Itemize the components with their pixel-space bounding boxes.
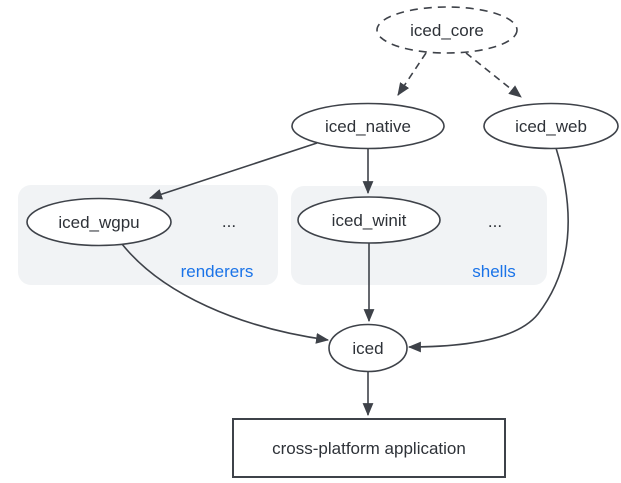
renderers-ellipsis: ... (222, 212, 236, 231)
node-label-iced-core: iced_core (410, 21, 484, 40)
group-label-renderers: renderers (181, 262, 254, 281)
node-iced-core (376, 6, 518, 54)
group-label-shells: shells (472, 262, 515, 281)
node-iced (328, 323, 408, 373)
edge-iced-native-iced-wgpu (148, 142, 318, 200)
node-label-iced: iced (352, 339, 383, 358)
node-label-iced-native: iced_native (325, 117, 411, 136)
node-iced-web (483, 102, 619, 150)
node-label-iced-web: iced_web (515, 117, 587, 136)
node-label-application: cross-platform application (272, 439, 466, 458)
edge-iced-wgpu-iced (121, 243, 330, 344)
node-label-iced-winit: iced_winit (332, 211, 407, 230)
node-iced-winit (297, 196, 441, 244)
edge-iced-web-iced (407, 147, 570, 353)
shells-ellipsis: ... (488, 212, 502, 231)
node-label-iced-wgpu: iced_wgpu (58, 213, 139, 232)
node-iced-wgpu (26, 197, 172, 247)
edge-iced-core-iced-web (465, 52, 522, 98)
edge-iced-core-iced-native (397, 52, 427, 96)
node-application (232, 418, 506, 478)
node-iced-native (291, 102, 445, 150)
